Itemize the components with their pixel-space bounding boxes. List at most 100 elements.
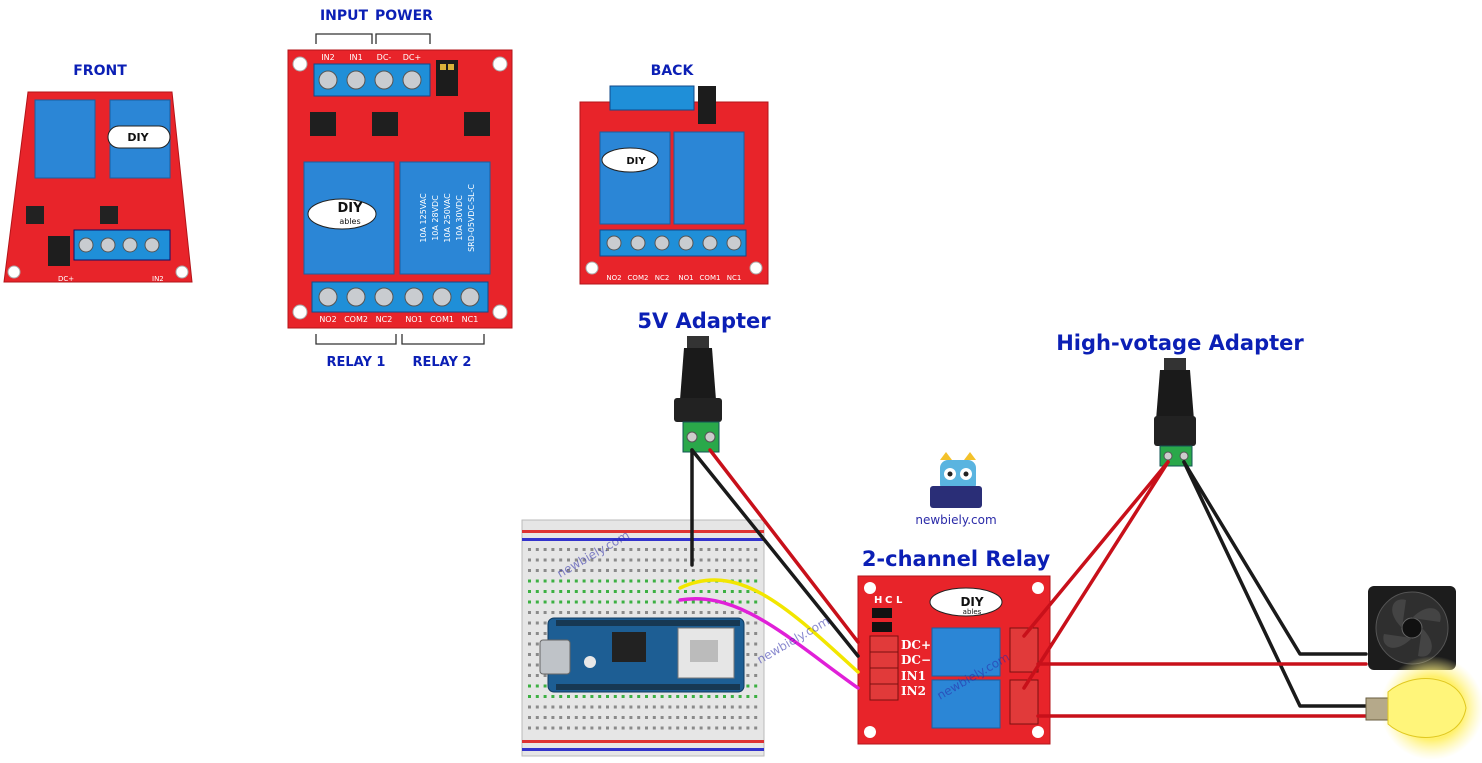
breadboard-hole (746, 621, 750, 625)
breadboard-hole (567, 590, 570, 593)
power-label: POWER (375, 8, 433, 24)
breadboard-hole (715, 611, 719, 614)
breadboard-hole (574, 579, 578, 583)
breadboard-hole (629, 579, 633, 583)
relay-title: 2-channel Relay (862, 547, 1051, 571)
breadboard-hole (684, 705, 687, 709)
front-logo-text: DIY (127, 131, 149, 144)
breadboard-hole (559, 579, 563, 583)
breadboard-hole (660, 611, 664, 614)
breadboard-hole (730, 558, 734, 562)
relay-spec-line: 10A 250VAC (443, 193, 452, 243)
breadboard-hole (746, 663, 750, 667)
relay-logo-text: DIY (960, 595, 983, 609)
breadboard-hole (551, 611, 555, 614)
breadboard-hole (606, 548, 609, 551)
breadboard-hole (535, 569, 539, 572)
breadboard-hole (637, 569, 641, 572)
relay-logo-subtext: ables (963, 608, 982, 616)
breadboard-hole (567, 600, 570, 604)
breadboard-hole (613, 579, 617, 583)
back-logo-text: DIY (626, 156, 646, 167)
breadboard-hole (691, 695, 695, 698)
breadboard-hole (574, 716, 578, 719)
breadboard-hole (606, 590, 609, 593)
breadboard-hole (730, 569, 734, 572)
breadboard-hole (738, 705, 742, 709)
breadboard-hole (621, 695, 625, 698)
breadboard-hole (613, 569, 617, 572)
breadboard-hole (738, 716, 742, 719)
breadboard-hole (543, 705, 547, 709)
breadboard-hole (723, 611, 726, 614)
bottom-terminal-label: NC1 (462, 315, 479, 324)
breadboard-hole (645, 716, 648, 719)
breadboard-hole (660, 600, 664, 604)
breadboard-hole (684, 569, 687, 572)
breadboard-hole (754, 674, 758, 677)
bottom-terminal-label: NC2 (376, 315, 393, 324)
breadboard-hole (754, 716, 758, 719)
breadboard-hole (637, 726, 641, 730)
breadboard-hole (598, 558, 602, 562)
breadboard-hole (715, 705, 719, 709)
bottom-terminal-label: COM1 (430, 315, 454, 324)
breadboard-hole (707, 705, 711, 709)
breadboard-hole (535, 558, 539, 562)
breadboard-hole (707, 590, 711, 593)
breadboard-hole (660, 590, 664, 593)
breadboard-hole (699, 590, 703, 593)
input-label: INPUT (320, 8, 369, 24)
breadboard-hole (551, 548, 555, 551)
breadboard-hole (676, 590, 680, 593)
breadboard-hole (715, 569, 719, 572)
light-bulb-icon (1365, 656, 1482, 760)
breadboard-hole (684, 600, 687, 604)
watermark-text: newbiely.com (915, 513, 996, 527)
breadboard-hole (543, 621, 547, 625)
breadboard-hole (574, 726, 578, 730)
breadboard-hole (738, 726, 742, 730)
bottom-terminal-label: NO1 (405, 315, 422, 324)
breadboard-hole (543, 684, 547, 688)
breadboard-hole (535, 611, 539, 614)
breadboard-hole (660, 558, 664, 562)
breadboard-hole (582, 705, 586, 709)
breadboard-hole (676, 558, 680, 562)
breadboard-hole (543, 569, 547, 572)
breadboard-hole (684, 590, 687, 593)
wires (678, 448, 1368, 718)
breadboard-hole (699, 569, 703, 572)
breadboard-hole (528, 705, 531, 709)
breadboard-hole (528, 632, 531, 635)
breadboard-hole (582, 548, 586, 551)
breadboard-hole (699, 558, 703, 562)
breadboard-hole (598, 569, 602, 572)
breadboard-hole (582, 558, 586, 562)
breadboard-hole (738, 611, 742, 614)
breadboard-hole (590, 590, 594, 593)
breadboard-hole (691, 600, 695, 604)
breadboard-hole (621, 716, 625, 719)
breadboard-hole (574, 695, 578, 698)
relay-front-view: FRONT DIY DC+ IN2 (3, 63, 193, 283)
breadboard-hole (637, 695, 641, 698)
breadboard-hole (723, 726, 726, 730)
breadboard-hole (559, 716, 563, 719)
breadboard-hole (528, 716, 531, 719)
breadboard-hole (668, 716, 672, 719)
breadboard-hole (645, 705, 648, 709)
relay-spec-line: SRD-05VDC-SL-C (467, 184, 476, 252)
breadboard-hole (543, 726, 547, 730)
breadboard-hole (676, 695, 680, 698)
breadboard-hole (715, 558, 719, 562)
front-pin-label: IN2 (152, 275, 164, 283)
breadboard-hole (707, 611, 711, 614)
breadboard-hole (543, 611, 547, 614)
breadboard-hole (746, 569, 750, 572)
breadboard-hole (582, 716, 586, 719)
breadboard-hole (535, 548, 539, 551)
breadboard-hole (598, 716, 602, 719)
breadboard-hole (574, 558, 578, 562)
